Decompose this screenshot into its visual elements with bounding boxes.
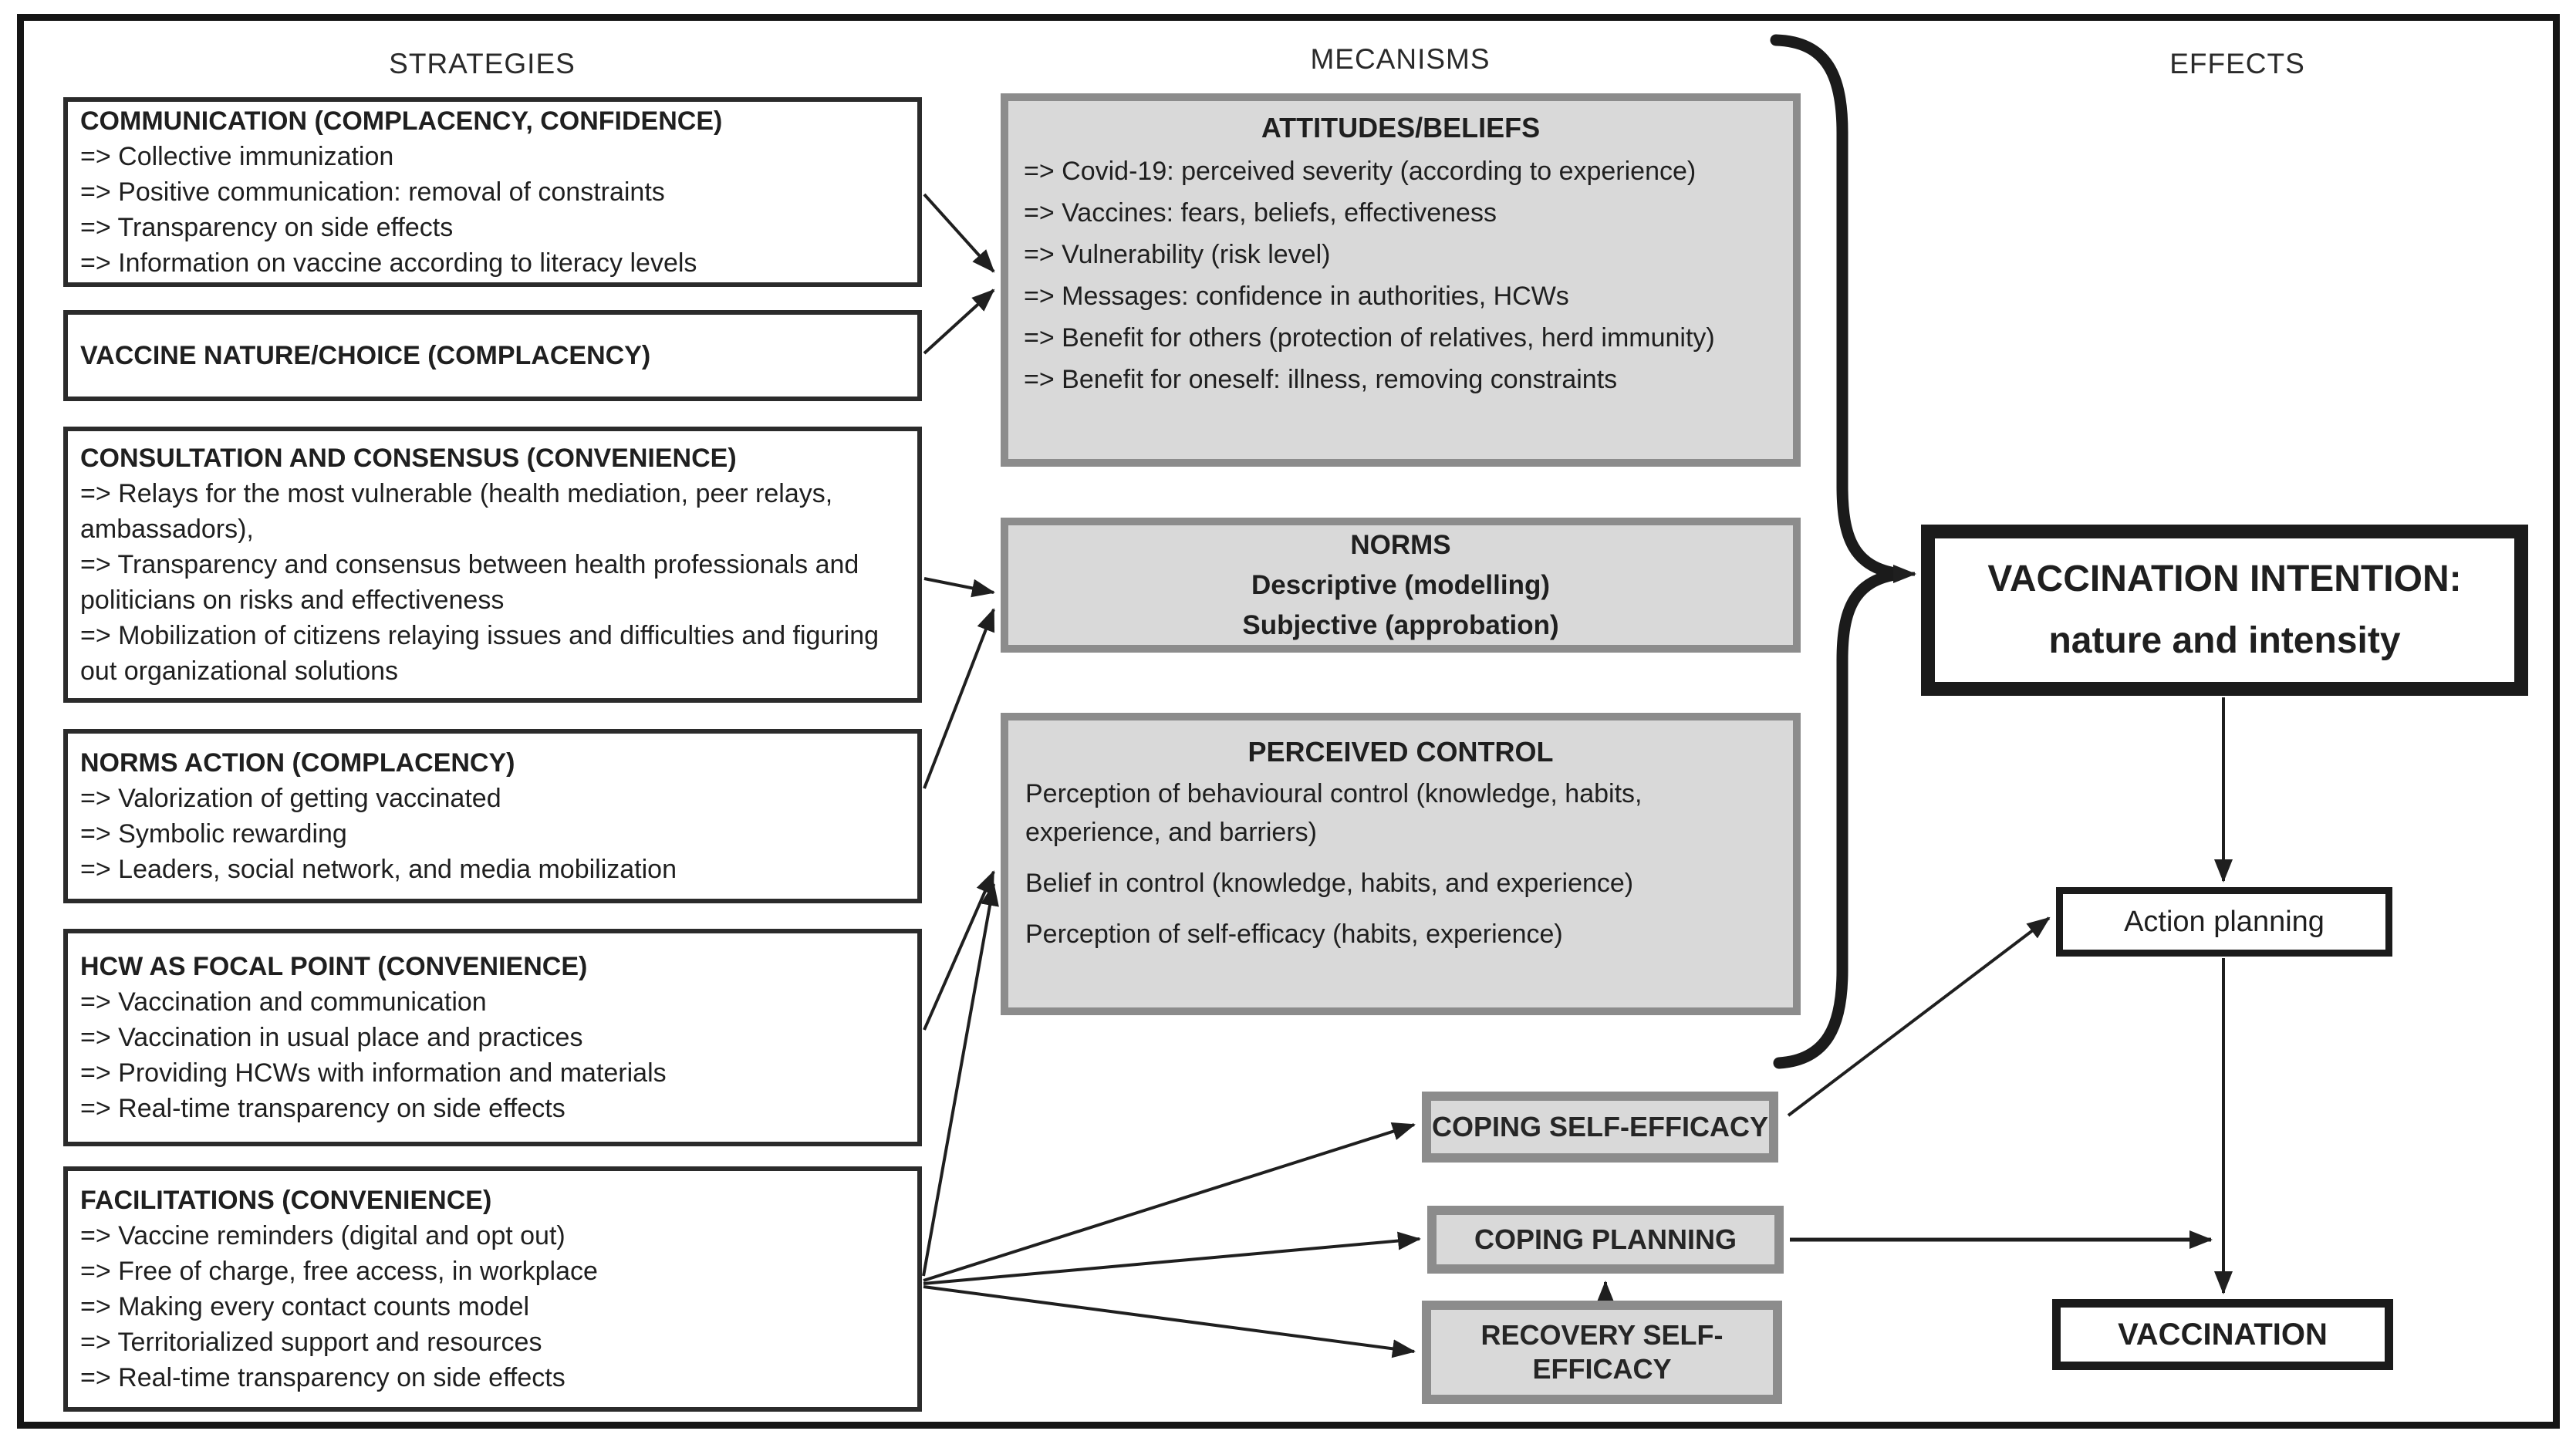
arrow-facilitations-to-coping-planning [923,1231,1421,1285]
column-header-effects: EFFECTS [2169,48,2305,79]
box-item: => Real-time transparency on side effect… [80,1094,566,1123]
box-item: => Benefit for others (protection of rel… [1024,323,1715,353]
box-item: => Vaccination in usual place and practi… [80,1023,583,1052]
arrow-consultation-to-norms [923,577,995,598]
box-label: Action planning [2124,905,2324,938]
arrow-norms-action-to-norms [923,608,995,789]
box-label: RECOVERY SELF-EFFICACY [1480,1319,1724,1385]
box-item: => Relays for the most vulnerable (healt… [80,479,833,544]
box-item: => Providing HCWs with information and m… [80,1058,667,1088]
box-title: COMMUNICATION (COMPLACENCY, CONFIDENCE) [80,106,723,136]
box-item: => Real-time transparency on side effect… [80,1363,566,1392]
box-line: Descriptive (modelling) [1251,569,1551,600]
box-item: => Valorization of getting vaccinated [80,784,501,813]
arrow-vaccine-nature-to-attitudes [923,289,995,355]
box-item: Perception of self-efficacy (habits, exp… [1025,920,1563,949]
box-item: => Transparency on side effects [80,213,454,242]
strategy-box-norms-action: NORMS ACTION (COMPLACENCY) => Valorizati… [63,729,922,903]
box-item: => Territorialized support and resources [80,1328,542,1357]
box-title: FACILITATIONS (CONVENIENCE) [80,1186,492,1215]
box-item: => Vaccine reminders (digital and opt ou… [80,1221,566,1250]
box-item: => Transparency and consensus between he… [80,550,859,615]
box-item: => Leaders, social network, and media mo… [80,855,677,884]
box-item: => Vaccination and communication [80,987,487,1017]
box-item: => Vaccines: fears, beliefs, effectivene… [1024,198,1497,228]
strategy-box-vaccine-nature-choice: VACCINE NATURE/CHOICE (COMPLACENCY) [63,310,922,401]
strategy-box-communication: COMMUNICATION (COMPLACENCY, CONFIDENCE) … [63,97,922,287]
box-item: => Messages: confidence in authorities, … [1024,282,1569,311]
box-item: => Benefit for oneself: illness, removin… [1024,365,1618,394]
box-item: => Making every contact counts model [80,1292,530,1321]
column-header-strategies: STRATEGIES [389,48,576,79]
box-label: VACCINATION [2118,1317,2328,1352]
box-item: => Collective immunization [80,142,394,171]
box-item: Perception of behavioural control (knowl… [1025,779,1642,847]
box-title: NORMS ACTION (COMPLACENCY) [80,748,515,778]
box-item: => Vulnerability (risk level) [1024,240,1331,269]
arrow-facilitations-to-recovery-self-efficacy [923,1285,1416,1358]
mechanism-box-attitudes-beliefs: ATTITUDES/BELIEFS => Covid-19: perceived… [1001,93,1801,467]
strategy-box-hcw-focal-point: HCW AS FOCAL POINT (CONVENIENCE) => Vacc… [63,929,922,1146]
box-line: Subjective (approbation) [1242,609,1559,640]
arrow-facilitations-to-perceived-control [922,882,999,1277]
box-title: CONSULTATION AND CONSENSUS (CONVENIENCE) [80,444,737,473]
arrow-facilitations-to-coping-self-efficacy [923,1122,1416,1282]
arrow-coping-self-efficacy-to-action-planning [1787,916,2051,1117]
column-header-mechanisms: MECANISMS [1310,43,1491,75]
box-item: => Free of charge, free access, in workp… [80,1257,598,1286]
box-item: => Covid-19: perceived severity (accordi… [1024,157,1697,186]
effect-box-vaccination: VACCINATION [2052,1299,2393,1370]
box-label: COPING PLANNING [1474,1223,1737,1255]
effect-box-action-planning: Action planning [2056,887,2392,957]
arrow-communication-to-attitudes [923,193,995,273]
mechanism-box-coping-self-efficacy: COPING SELF-EFFICACY [1422,1092,1778,1163]
box-item: => Symbolic rewarding [80,819,347,849]
box-item: => Mobilization of citizens relaying iss… [80,621,879,686]
box-item: Belief in control (knowledge, habits, an… [1025,869,1634,898]
strategy-box-facilitations: FACILITATIONS (CONVENIENCE) => Vaccine r… [63,1166,922,1412]
box-title: ATTITUDES/BELIEFS [1261,112,1541,143]
mechanism-box-coping-planning: COPING PLANNING [1427,1206,1784,1274]
box-title: NORMS [1350,529,1451,560]
strategy-box-consultation-consensus: CONSULTATION AND CONSENSUS (CONVENIENCE)… [63,427,922,703]
box-title-line1: VACCINATION INTENTION: [1987,559,2462,599]
box-item: => Positive communication: removal of co… [80,177,665,207]
box-title: PERCEIVED CONTROL [1247,736,1554,768]
mechanism-box-perceived-control: PERCEIVED CONTROL Perception of behaviou… [1001,713,1801,1015]
box-title-line2: nature and intensity [2048,620,2401,661]
box-title: VACCINE NATURE/CHOICE (COMPLACENCY) [80,341,651,370]
mechanism-box-recovery-self-efficacy: RECOVERY SELF-EFFICACY [1422,1301,1782,1404]
effect-box-vaccination-intention: VACCINATION INTENTION: nature and intens… [1921,525,2528,696]
box-title: HCW AS FOCAL POINT (CONVENIENCE) [80,952,588,981]
mechanism-box-norms: NORMS Descriptive (modelling) Subjective… [1001,518,1801,653]
box-label: COPING SELF-EFFICACY [1431,1111,1768,1142]
box-item: => Information on vaccine according to l… [80,248,697,278]
